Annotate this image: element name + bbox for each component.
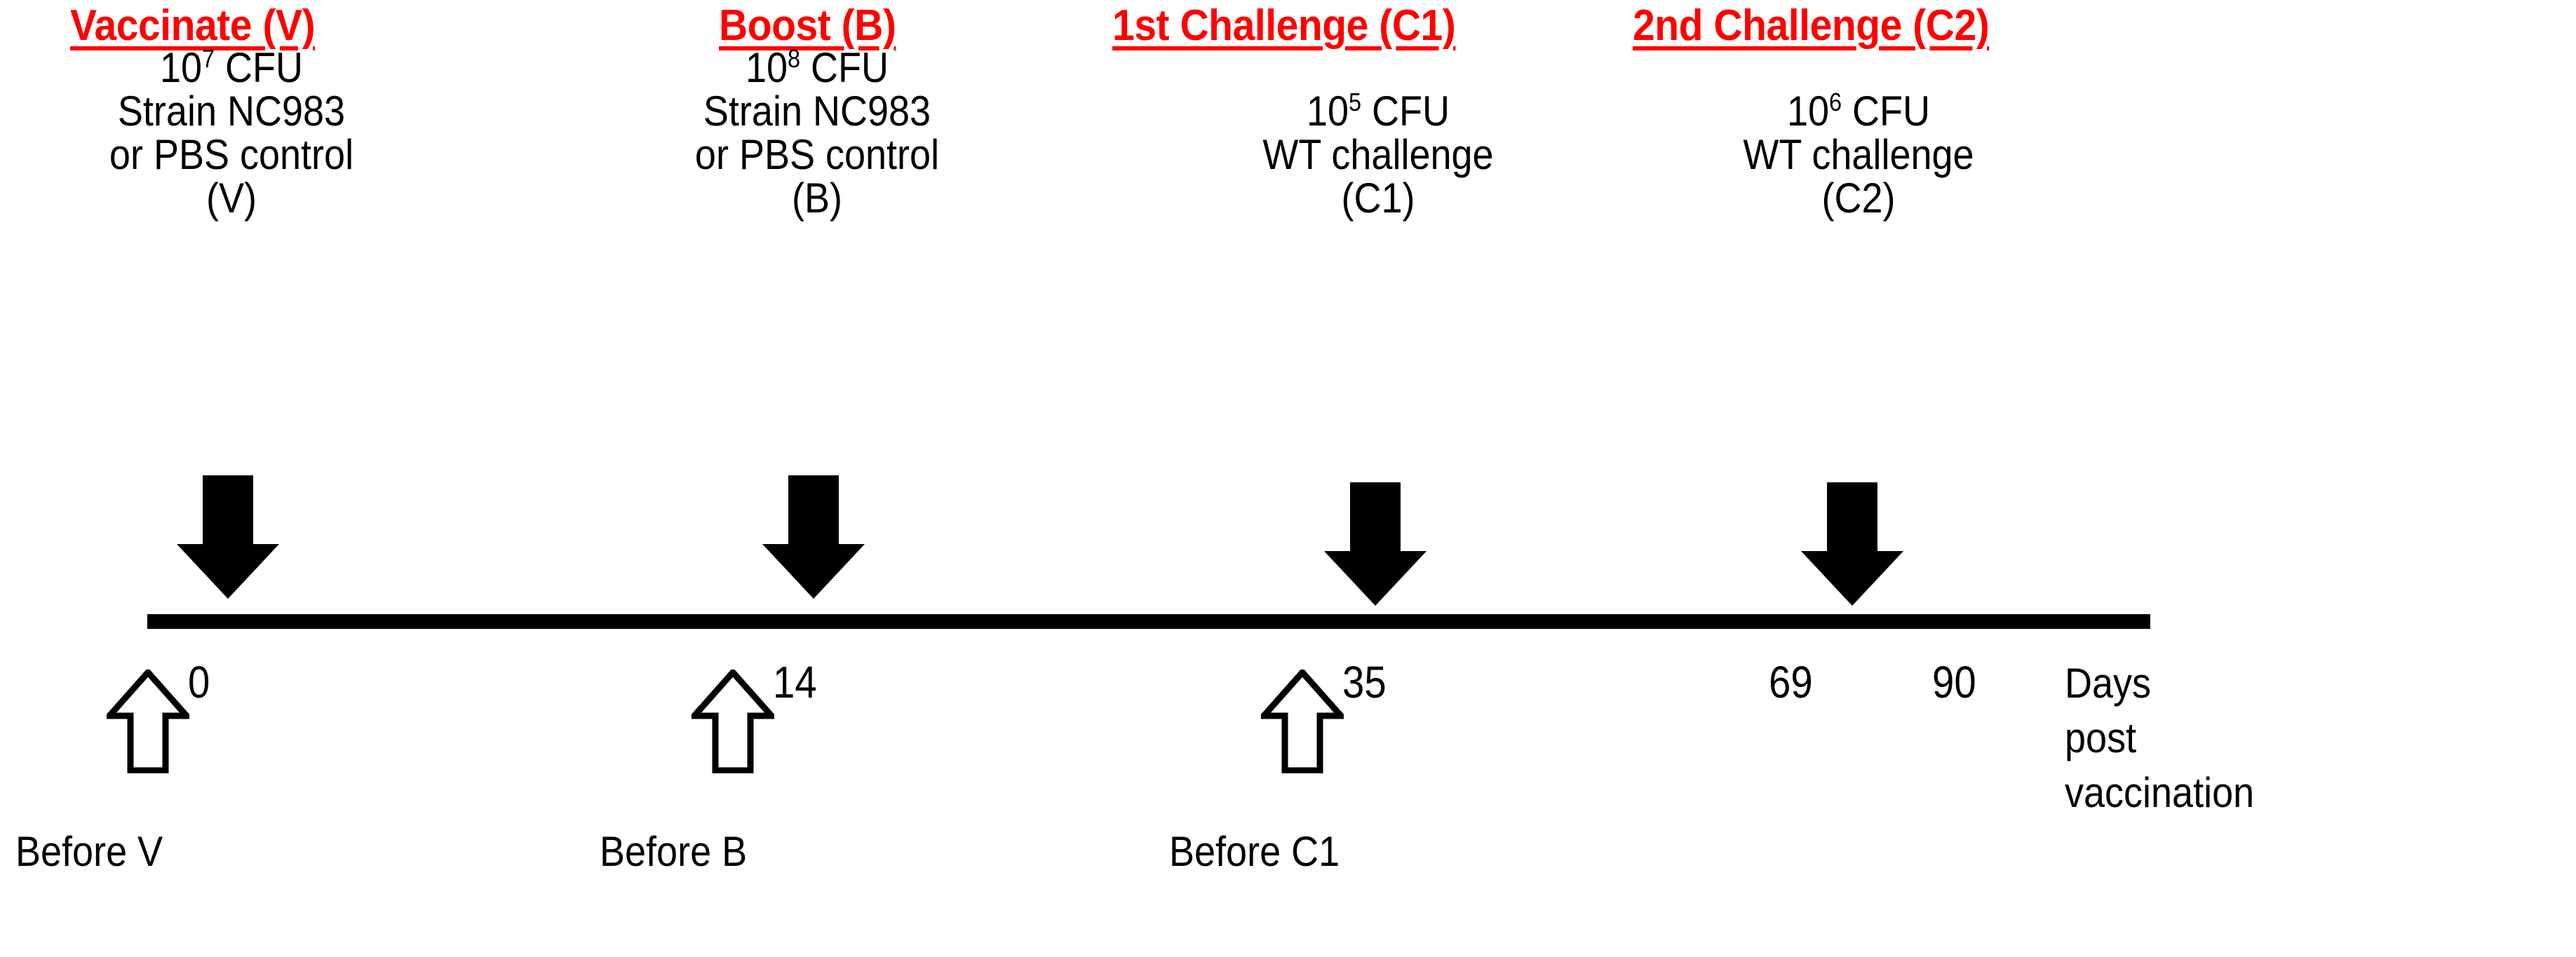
- dose-line-challenge-2: 106 CFU: [1657, 90, 2061, 133]
- day-label-14: 14: [773, 657, 817, 707]
- stage-header-boost: Boost (B): [719, 1, 896, 50]
- day-label-69: 69: [1769, 657, 1813, 707]
- sampling-arrow-up-day-0: [107, 670, 189, 773]
- strain-line-vaccinate: Strain NC983: [117, 88, 346, 135]
- stage-header-challenge-1: 1st Challenge (C1): [1112, 1, 1456, 50]
- dose-exponent: 7: [202, 44, 215, 73]
- stage-header-challenge-2: 2nd Challenge (C2): [1633, 1, 1990, 50]
- day-label-35: 35: [1342, 657, 1387, 707]
- dose-unit: CFU: [1852, 88, 1931, 135]
- timeline-axis-bar: [147, 614, 2150, 629]
- event-arrow-down-boost: [762, 475, 865, 599]
- sampling-label-before-v: Before V: [15, 828, 163, 875]
- dose-unit: CFU: [225, 44, 304, 91]
- axis-caption-line-3: vaccination: [2065, 769, 2255, 816]
- dose-line-boost: 108 CFU: [609, 46, 1025, 90]
- axis-caption-days-post-vaccination: Days post vaccination: [2065, 656, 2254, 820]
- dose-exponent: 8: [788, 44, 801, 73]
- dose-unit: CFU: [811, 44, 889, 91]
- stage-header-vaccinate: Vaccinate (V): [70, 1, 316, 50]
- sampling-label-before-c1: Before C1: [1169, 828, 1340, 875]
- dose-line-challenge-1: 105 CFU: [1176, 90, 1580, 133]
- sampling-label-before-b: Before B: [600, 828, 748, 875]
- dose-base: 10: [1306, 88, 1349, 135]
- event-arrow-down-vaccinate: [177, 475, 279, 599]
- stage-description-challenge-2: 106 CFU WT challenge (C2): [1657, 90, 2061, 220]
- dose-base: 10: [1786, 88, 1830, 135]
- dose-base: 10: [159, 44, 203, 91]
- control-line-vaccinate: or PBS control: [109, 131, 354, 178]
- strain-line-challenge-2: WT challenge: [1743, 131, 1974, 178]
- dose-exponent: 6: [1829, 88, 1842, 116]
- code-line-vaccinate: (V): [206, 175, 257, 222]
- dose-base: 10: [745, 44, 788, 91]
- axis-caption-line-2: post: [2065, 714, 2137, 761]
- dose-line-vaccinate: 107 CFU: [23, 46, 440, 90]
- stage-description-challenge-1: 105 CFU WT challenge (C1): [1176, 90, 1580, 220]
- sampling-arrow-up-day-14: [692, 670, 774, 773]
- dose-exponent: 5: [1349, 88, 1362, 116]
- event-arrow-down-challenge-1: [1324, 482, 1427, 606]
- stage-description-boost: 108 CFU Strain NC983 or PBS control (B): [609, 46, 1025, 220]
- day-label-0: 0: [188, 657, 210, 707]
- stage-description-vaccinate: 107 CFU Strain NC983 or PBS control (V): [23, 46, 440, 220]
- day-label-90: 90: [1932, 657, 1976, 707]
- axis-caption-line-1: Days: [2065, 660, 2152, 707]
- sampling-arrow-up-day-35: [1261, 670, 1344, 773]
- event-arrow-down-challenge-2: [1801, 482, 1903, 606]
- dose-unit: CFU: [1372, 88, 1450, 135]
- strain-line-boost: Strain NC983: [703, 88, 931, 135]
- control-line-boost: or PBS control: [694, 131, 940, 178]
- strain-line-challenge-1: WT challenge: [1262, 131, 1494, 178]
- code-line-challenge-2: (C2): [1821, 175, 1896, 222]
- code-line-boost: (B): [792, 175, 842, 222]
- code-line-challenge-1: (C1): [1341, 175, 1415, 222]
